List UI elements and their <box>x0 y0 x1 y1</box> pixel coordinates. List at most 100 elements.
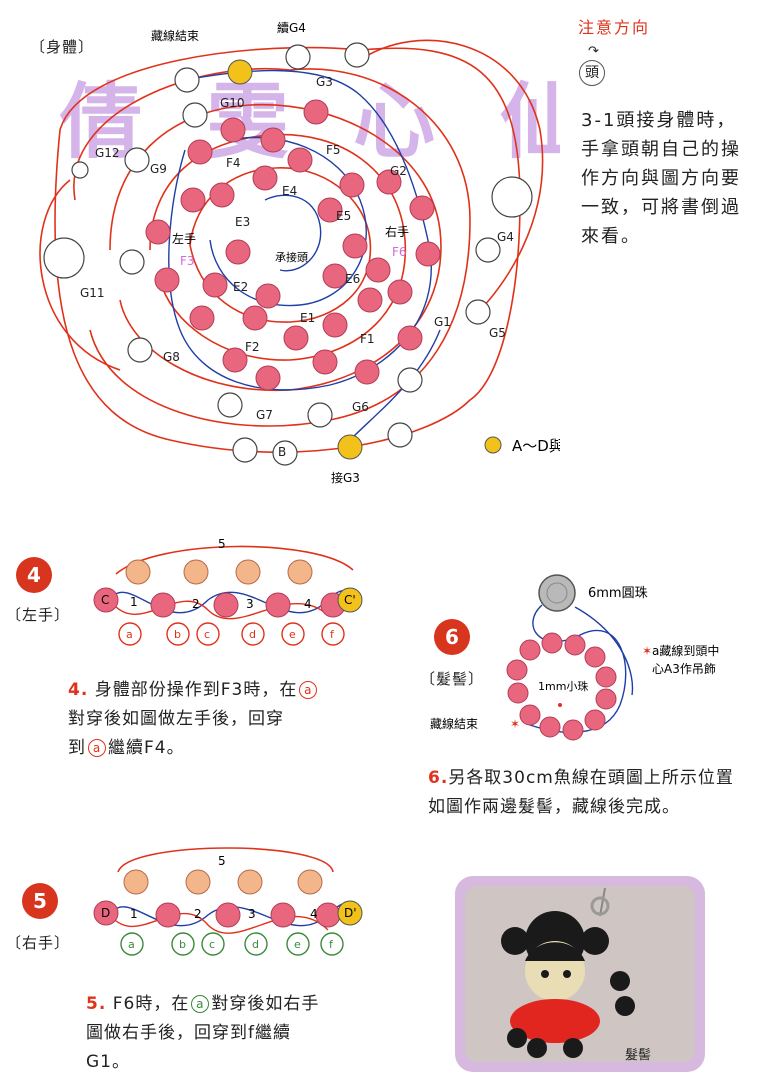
note-title: 注意方向 <box>578 18 651 37</box>
step4-bottom-a: a <box>126 628 133 641</box>
step4-bottom-f: f <box>330 628 335 641</box>
note-text: 3-1頭接身體時，手拿頭朝自己的操作方向與圖方向要一致，可將書倒過來看。 <box>581 110 741 247</box>
step5-text-c: 圖做右手後，回穿到f繼續 <box>86 1023 291 1043</box>
svg-text:G5: G5 <box>489 326 506 340</box>
g-ring-beads <box>43 42 533 466</box>
svg-text:G12: G12 <box>95 146 120 160</box>
step5-bottom-c: c <box>209 938 215 951</box>
svg-text:G2: G2 <box>390 164 407 178</box>
body-section-label: 〔身體〕 <box>30 38 95 56</box>
step4-bottom-d: d <box>249 628 256 641</box>
svg-text:F4: F4 <box>226 156 241 170</box>
svg-text:E1: E1 <box>300 311 315 325</box>
step4-end-left: C <box>101 593 109 607</box>
svg-text:F5: F5 <box>326 143 341 157</box>
pink-beads <box>145 99 441 391</box>
svg-text:B: B <box>278 445 286 459</box>
step5-bottom-e: e <box>294 938 301 951</box>
connect-g3-label: 接G3 <box>331 470 360 485</box>
photo-caption: 髮髻 <box>625 1048 652 1063</box>
step4-badge: 4 <box>16 557 52 593</box>
step5-text-num: 5 <box>86 994 99 1014</box>
step4-mid-2: 2 <box>192 597 200 611</box>
step5-bottom-a: a <box>128 938 135 951</box>
svg-text:E4: E4 <box>282 184 297 198</box>
star-a-icon: ✶ <box>642 644 652 658</box>
svg-text:G4: G4 <box>497 230 514 244</box>
right-hand-label: 右手 <box>385 224 409 239</box>
rotate-arrow-icon: ↷ <box>588 44 599 59</box>
svg-text:F2: F2 <box>245 340 260 354</box>
step5-mid-2: 2 <box>194 907 202 921</box>
svg-text:G1: G1 <box>434 315 451 329</box>
f3-label: F3 <box>180 254 195 268</box>
hide-end-label: 藏線結束 <box>151 28 199 43</box>
a-circle-icon: a <box>191 995 210 1013</box>
step4-text-a: 身體部份操作到F3時，在 <box>94 680 298 700</box>
doll-illustration <box>465 886 695 1062</box>
step4-mid-3: 3 <box>246 597 254 611</box>
step4-diagram: 5 1 2 3 4 C C' a b c d e f <box>93 537 363 646</box>
step4-label: 〔左手〕 <box>6 606 71 624</box>
connect-head-label: 承接頭 <box>275 251 308 264</box>
bead-1mm-label: 1mm小珠 <box>538 679 588 693</box>
step5-text-d: G1。 <box>86 1052 130 1072</box>
step5-mid-4: 4 <box>310 907 318 921</box>
step4-mid-4: 4 <box>304 597 312 611</box>
svg-text:E6: E6 <box>345 272 360 286</box>
step5-text-a: F6時，在 <box>112 994 190 1014</box>
step4-text-num: 4 <box>68 680 81 700</box>
legend-text: A～D與A'～D' 同一顆 <box>512 437 560 455</box>
step5-bottom-d: d <box>252 938 259 951</box>
step4-bottom-c: c <box>204 628 210 641</box>
step4-mid-1: 1 <box>130 595 138 609</box>
f6-label: F6 <box>392 245 407 259</box>
svg-text:F1: F1 <box>360 332 375 346</box>
step6-diagram: 6mm圓珠 1mm小珠 ✶ a藏線到頭中 心A3作吊飾 藏線結束 ✶ <box>430 574 723 741</box>
a-circle-icon: a <box>299 681 318 699</box>
step6-text-num: 6 <box>428 768 441 788</box>
step5-end-left: D <box>101 906 110 920</box>
svg-text:G7: G7 <box>256 408 273 422</box>
step5-text-b: 對穿後如右手 <box>211 994 320 1014</box>
step5-mid-1: 1 <box>130 907 138 921</box>
step5-label: 〔右手〕 <box>6 934 71 952</box>
step4-bottom-b: b <box>174 628 181 641</box>
step4-top-num: 5 <box>218 537 226 551</box>
step5-end-right: D' <box>344 906 357 920</box>
svg-text:E3: E3 <box>235 215 250 229</box>
note-a-label: a藏線到頭中 心A3作吊飾 <box>652 643 723 676</box>
svg-text:G8: G8 <box>163 350 180 364</box>
body-diagram: 倩 雯 心 仙 女 收 <box>39 20 560 485</box>
yellow-beads <box>227 59 363 460</box>
svg-text:G6: G6 <box>352 400 369 414</box>
left-hand-label: 左手 <box>172 231 196 246</box>
svg-text:G11: G11 <box>80 286 105 300</box>
step4-bottom-e: e <box>289 628 296 641</box>
step6-label: 〔髮髻〕 <box>420 670 485 688</box>
svg-text:G3: G3 <box>316 75 333 89</box>
step6-hide-end-label: 藏線結束 <box>430 716 478 731</box>
step5-bottom-f: f <box>329 938 334 951</box>
a-circle-icon: a <box>88 739 106 757</box>
step4-text-b: 對穿後如圖做左手後，回穿 <box>68 709 284 729</box>
star-end-icon: ✶ <box>510 717 520 731</box>
step5-mid-3: 3 <box>248 907 256 921</box>
note-a-line: a藏線到頭中 <box>652 643 719 658</box>
step5-top-num: 5 <box>218 854 226 868</box>
bead-6mm-label: 6mm圓珠 <box>588 586 648 601</box>
cont-g4-label: 續G4 <box>277 20 306 35</box>
step5-diagram: 5 1 2 3 4 D D' a b c d e f <box>93 847 363 956</box>
product-photo: 髮髻 <box>455 876 705 1072</box>
step4-text-d: 繼續F4。 <box>108 738 185 758</box>
step6-text-body: 另各取30cm魚線在頭圖上所示位置如圖作兩邊髮髻，藏線後完成。 <box>428 768 734 817</box>
svg-text:E5: E5 <box>336 209 351 223</box>
svg-text:G10: G10 <box>220 96 245 110</box>
step6-text: 6.另各取30cm魚線在頭圖上所示位置如圖作兩邊髮髻，藏線後完成。 <box>428 768 734 817</box>
step5-bottom-b: b <box>179 938 186 951</box>
head-bead-icon: 頭 <box>579 60 605 86</box>
step4-end-right: C' <box>344 593 356 607</box>
